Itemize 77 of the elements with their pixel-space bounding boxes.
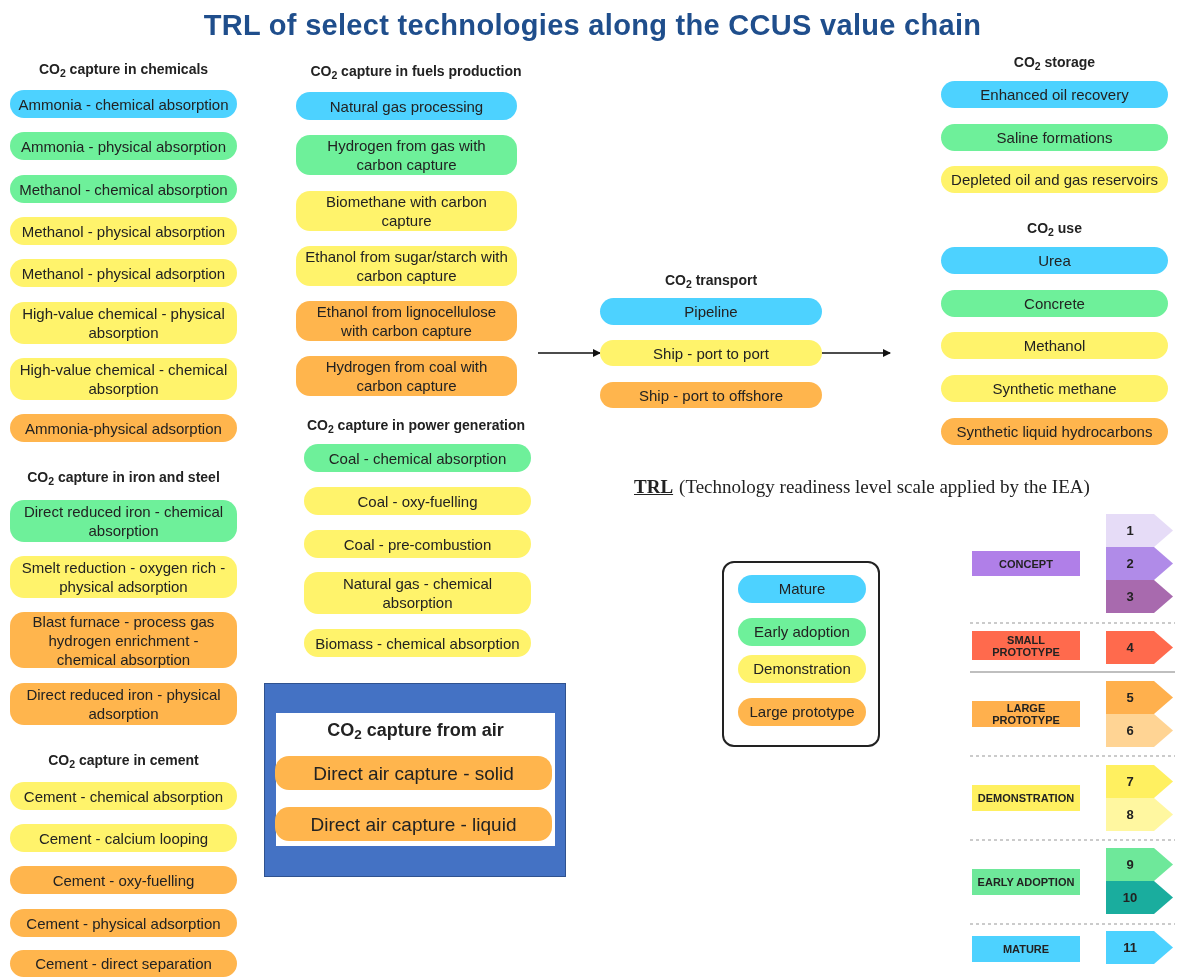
capture-panel (264, 683, 566, 877)
technology-pill: Methanol - physical adsorption (10, 259, 237, 287)
technology-pill: Ethanol from sugar/starch with carbon capture (296, 246, 517, 286)
level-number-tag: 7 (1106, 765, 1173, 798)
technology-pill: Enhanced oil recovery (941, 81, 1168, 108)
technology-pill: Biomethane with carbon capture (296, 191, 517, 231)
legend-pill: Early adoption (738, 618, 866, 646)
technology-pill: Pipeline (600, 298, 822, 325)
technology-pill: Ship - port to port (600, 340, 822, 366)
legend-pill: Demonstration (738, 655, 866, 683)
technology-pill: Cement - chemical absorption (10, 782, 237, 810)
technology-pill: Cement - physical adsorption (10, 909, 237, 937)
stage-tag: EARLY ADOPTION (972, 869, 1080, 895)
technology-pill: Urea (941, 247, 1168, 274)
technology-pill: Saline formations (941, 124, 1168, 151)
stage-tag: MATURE (972, 936, 1080, 962)
level-number-tag: 3 (1106, 580, 1173, 613)
technology-pill: Methanol - physical absorption (10, 217, 237, 245)
section-heading: CO$_{2}$ transport (663, 271, 759, 291)
level-number-tag: 2 (1106, 547, 1173, 580)
stage-tag: LARGE PROTOTYPE (972, 701, 1080, 727)
level-number-tag: 8 (1106, 798, 1173, 831)
arrow (821, 349, 891, 357)
technology-pill: Direct air capture - solid (275, 756, 552, 790)
section-heading: CO$_{2}$ capture in fuels production (309, 62, 523, 82)
technology-pill: Cement - oxy-fuelling (10, 866, 237, 894)
technology-pill: Coal - pre-combustion (304, 530, 531, 558)
technology-pill: Methanol (941, 332, 1168, 359)
technology-pill: Synthetic methane (941, 375, 1168, 402)
level-number-tag: 6 (1106, 714, 1173, 747)
legend-pill: Mature (738, 575, 866, 603)
stage-tag: SMALL PROTOTYPE (972, 631, 1080, 660)
level-number-tag: 10 (1106, 881, 1173, 914)
technology-pill: Hydrogen from gas with carbon capture (296, 135, 517, 175)
technology-pill: Ammonia-physical adsorption (10, 414, 237, 442)
technology-pill: Direct reduced iron - physical adsorption (10, 683, 237, 725)
technology-pill: Blast furnace - process gas hydrogen enrichment - chemical absorption (10, 612, 237, 668)
technology-pill: Direct air capture - liquid (275, 807, 552, 841)
section-heading: CO$_{2}$ capture in chemicals (37, 60, 210, 80)
legend-pill: Large prototype (738, 698, 866, 726)
technology-pill: Ship - port to offshore (600, 382, 822, 408)
technology-pill: Methanol - chemical absorption (10, 175, 237, 203)
technology-pill: Smelt reduction - oxygen rich - physical adsorption (10, 556, 237, 598)
technology-pill: Coal - oxy-fuelling (304, 487, 531, 515)
level-number-tag: 11 (1106, 931, 1173, 964)
technology-pill: Ethanol from lignocellulose with carbon capture (296, 301, 517, 341)
level-number-tag: 4 (1106, 631, 1173, 664)
technology-pill: Ammonia - chemical absorption (10, 90, 237, 118)
stage-tag: DEMONSTRATION (972, 785, 1080, 811)
section-heading: CO$_{2}$ use (1026, 219, 1083, 239)
section-heading: CO$_{2}$ capture in power generation (305, 416, 527, 436)
technology-pill: Synthetic liquid hydrocarbons (941, 418, 1168, 445)
stage-tag: CONCEPT (972, 551, 1080, 576)
section-heading: CO$_{2}$ capture in cement (47, 751, 200, 771)
technology-pill: Depleted oil and gas reservoirs (941, 166, 1168, 193)
scale-title: TRL (634, 475, 674, 499)
level-number-tag: 1 (1106, 514, 1173, 547)
technology-pill: Cement - direct separation (10, 950, 237, 977)
arrow (537, 349, 601, 357)
technology-pill: Natural gas - chemical absorption (304, 572, 531, 614)
technology-pill: Hydrogen from coal with carbon capture (296, 356, 517, 396)
section-heading: CO$_{2}$ capture in iron and steel (26, 468, 221, 488)
scale-description: (Technology readiness level scale applied by the IEA) (679, 475, 1090, 499)
technology-pill: Natural gas processing (296, 92, 517, 120)
technology-pill: Concrete (941, 290, 1168, 317)
diagram-title: TRL of select technologies along the CCUS value chain (202, 8, 983, 43)
technology-pill: Biomass - chemical absorption (304, 629, 531, 657)
technology-pill: Direct reduced iron - chemical absorption (10, 500, 237, 542)
level-number-tag: 5 (1106, 681, 1173, 714)
level-number-tag: 9 (1106, 848, 1173, 881)
technology-pill: Ammonia - physical absorption (10, 132, 237, 160)
panel-heading: CO$_{2}$ capture from air (326, 719, 505, 744)
technology-pill: Cement - calcium looping (10, 824, 237, 852)
technology-pill: Coal - chemical absorption (304, 444, 531, 472)
section-heading: CO$_{2}$ storage (1012, 53, 1097, 73)
technology-pill: High-value chemical - chemical absorption (10, 358, 237, 400)
technology-pill: High-value chemical - physical absorption (10, 302, 237, 344)
